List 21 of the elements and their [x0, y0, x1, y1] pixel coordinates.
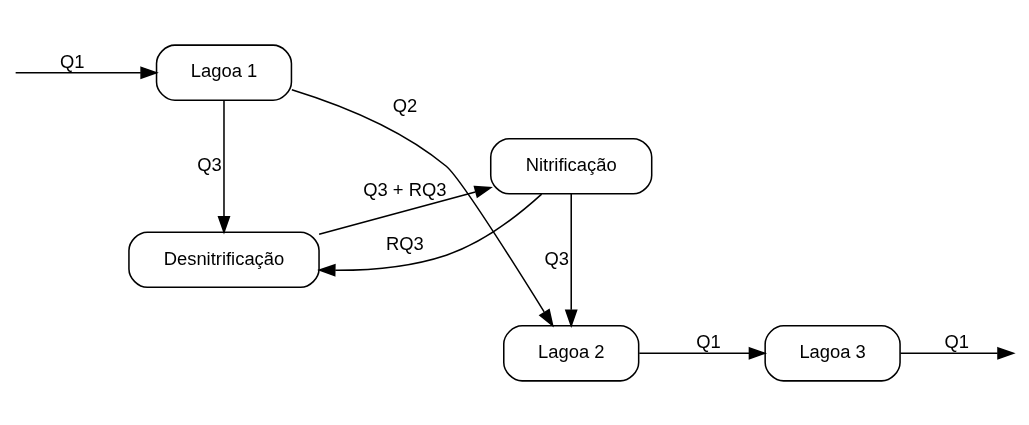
edge-label: RQ3 [385, 232, 424, 254]
arrow [564, 192, 578, 328]
arrow [638, 346, 768, 360]
node-box: Desnitrificação [128, 230, 320, 288]
node-box: Lagoa 1 [155, 43, 293, 101]
node-box: Lagoa 2 [503, 324, 640, 382]
arrow [318, 185, 493, 235]
arrow [291, 88, 554, 327]
node-box: Nitrificação [489, 137, 653, 195]
edge-label: Q3 [544, 247, 569, 269]
arrow [14, 65, 159, 79]
edge-label: Q2 [392, 94, 418, 116]
node-box: Lagoa 3 [764, 324, 901, 382]
arrow [217, 99, 231, 234]
edge-label: Q1 [944, 330, 970, 352]
arrow [317, 192, 543, 277]
edge-label: Q3 [197, 153, 222, 175]
arrow [899, 346, 1016, 360]
edge-label: Q3 + RQ3 [363, 178, 447, 200]
edge-label: Q1 [59, 50, 85, 72]
edge-label: Q1 [696, 330, 721, 352]
